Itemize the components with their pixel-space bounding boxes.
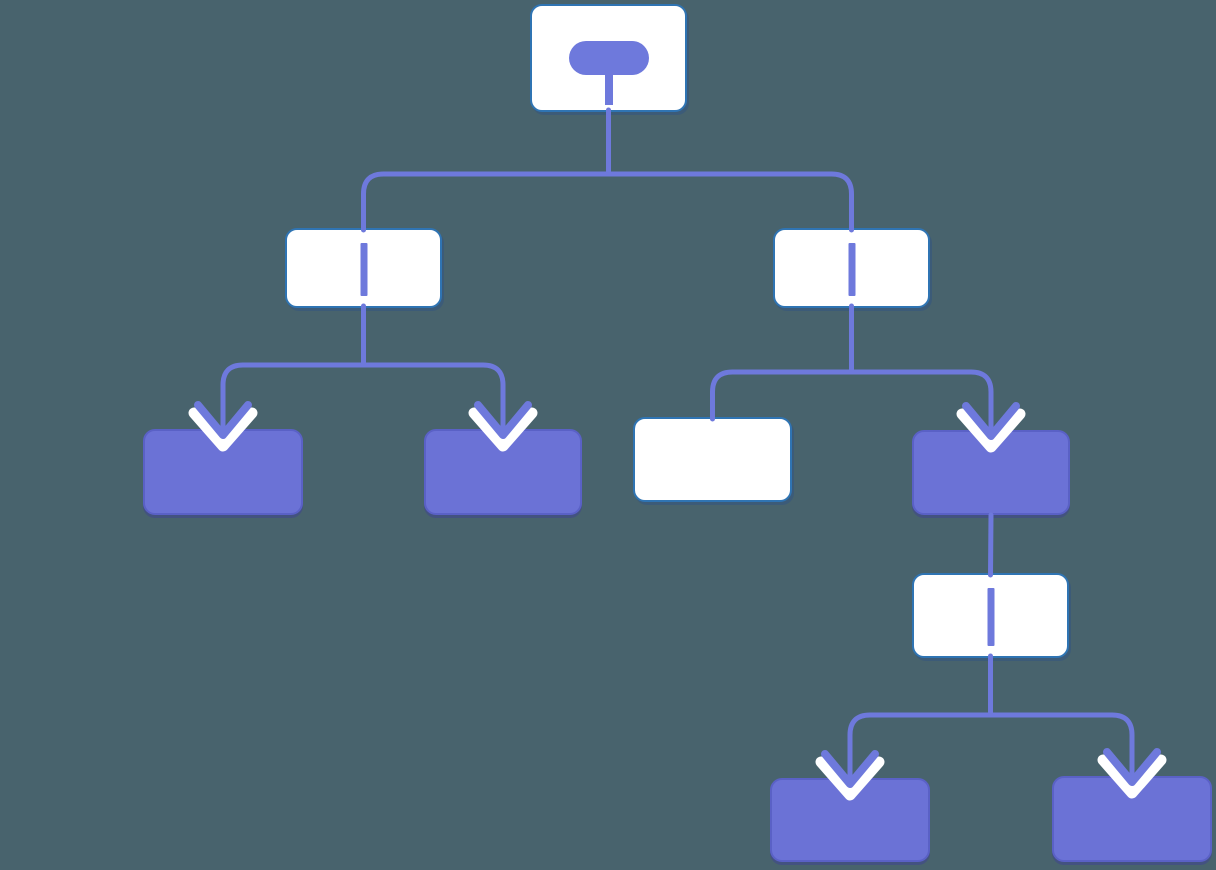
tree-node-n3b[interactable] [1052, 776, 1212, 862]
root-topic-stem-icon [604, 75, 613, 105]
tree-node-n2b[interactable] [912, 430, 1070, 515]
passthrough-line-icon [987, 588, 994, 646]
root-topic-icon [568, 41, 649, 75]
tree-node-root[interactable] [530, 4, 687, 112]
tree-node-n1[interactable] [285, 228, 442, 308]
tree-node-n2[interactable] [773, 228, 930, 308]
passthrough-line-icon [848, 243, 855, 296]
tree-node-n3a[interactable] [770, 778, 930, 862]
tree-node-n1a[interactable] [143, 429, 303, 515]
tree-node-n1b[interactable] [424, 429, 582, 515]
passthrough-line-icon [360, 243, 367, 296]
tree-node-n3[interactable] [912, 573, 1069, 658]
tree-node-n2a[interactable] [633, 417, 792, 502]
